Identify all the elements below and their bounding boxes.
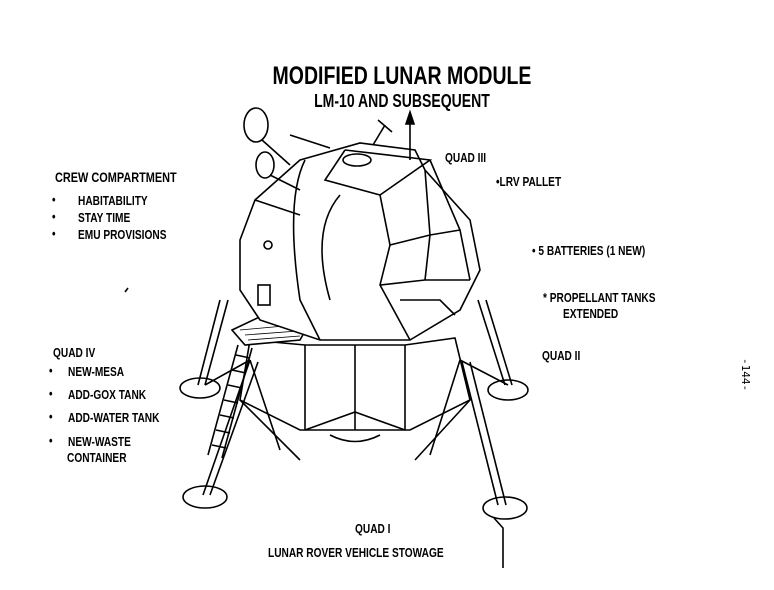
leader-lines	[124, 109, 504, 568]
quad-4-item-water-tank: ADD-WATER TANK	[68, 410, 160, 425]
bullet: •	[49, 409, 53, 424]
crew-item-stay-time: STAY TIME	[78, 210, 131, 225]
bullet: •	[52, 192, 56, 207]
quad-4-item-waste-container: NEW-WASTE	[68, 434, 131, 449]
bullet: •	[49, 386, 53, 401]
quad-3-label: QUAD III	[445, 150, 487, 165]
quad-1-label: QUAD I	[355, 521, 391, 536]
diagram-title: MODIFIED LUNAR MODULE	[272, 62, 532, 90]
quad-4-item-new-mesa: NEW-MESA	[68, 364, 125, 379]
footpads	[179, 377, 529, 520]
quad-4-item-gox-tank: ADD-GOX TANK	[68, 387, 147, 402]
antennas	[243, 107, 393, 191]
diagram-subtitle: LM-10 AND SUBSEQUENT	[314, 91, 490, 111]
propellant-tanks-extended-label: EXTENDED	[563, 306, 619, 321]
quad-4-item-waste-container-line2: CONTAINER	[67, 450, 127, 465]
bullet: •	[49, 363, 53, 378]
bullet: •	[52, 226, 56, 241]
bullet: •	[49, 433, 53, 448]
ladder	[207, 344, 253, 459]
crew-compartment-label: CREW COMPARTMENT	[55, 169, 177, 185]
quad-2-label: QUAD II	[542, 348, 581, 363]
lrv-pallet-label: •LRV PALLET	[496, 174, 562, 189]
crew-item-habitability: HABITABILITY	[78, 193, 148, 208]
quad-1-description: LUNAR ROVER VEHICLE STOWAGE	[268, 545, 444, 560]
ascent-stage	[239, 142, 481, 341]
bullet: •	[52, 209, 56, 224]
crew-item-emu-provisions: EMU PROVISIONS	[78, 227, 167, 242]
page-number: -144-	[739, 358, 752, 392]
descent-stage	[239, 337, 471, 461]
quad-4-label: QUAD IV	[53, 345, 96, 360]
propellant-tanks-label: * PROPELLANT TANKS	[543, 290, 656, 305]
landing-legs	[197, 299, 513, 506]
batteries-label: • 5 BATTERIES (1 NEW)	[532, 243, 646, 258]
